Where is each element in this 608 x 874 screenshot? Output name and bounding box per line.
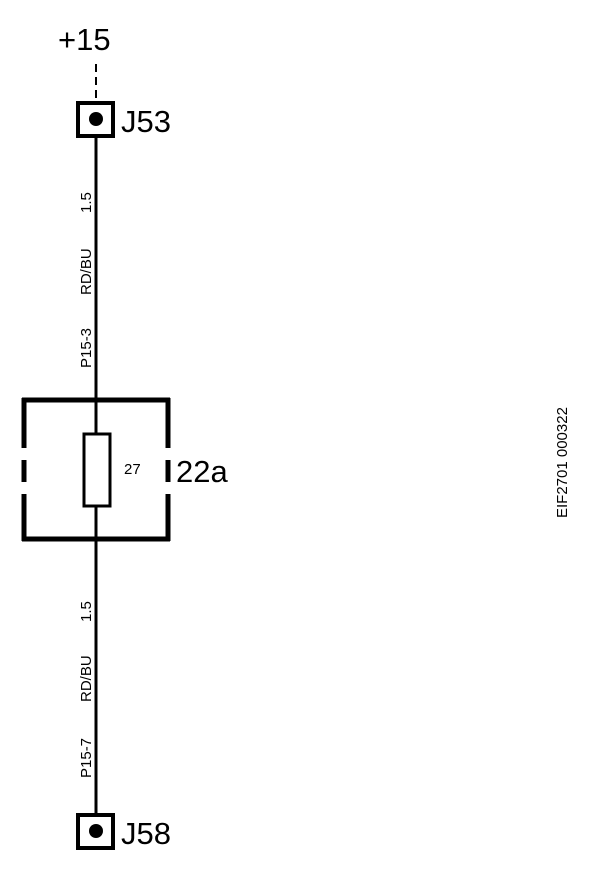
- connector-j53-label: J53: [121, 104, 171, 139]
- connector-j58-label: J58: [121, 816, 171, 851]
- fuse-element: [82, 432, 112, 508]
- wire-lower-circuit: P15-7: [78, 738, 95, 778]
- fuse-number: 27: [124, 461, 141, 478]
- wire-lower-color: RD/BU: [78, 655, 95, 702]
- connector-j58: [76, 813, 115, 850]
- fuse-label: 22a: [176, 454, 228, 489]
- wire-upper-size: 1.5: [78, 192, 95, 213]
- connector-j53: [76, 101, 115, 138]
- figure-code: EIF2701 000322: [554, 407, 571, 518]
- connector-j53-pin: [89, 112, 103, 126]
- supply-label: +15: [58, 22, 111, 57]
- connector-j58-pin: [89, 824, 103, 838]
- wire-lower-size: 1.5: [78, 601, 95, 622]
- wire-upper-circuit: P15-3: [78, 328, 95, 368]
- wire-upper-color: RD/BU: [78, 248, 95, 295]
